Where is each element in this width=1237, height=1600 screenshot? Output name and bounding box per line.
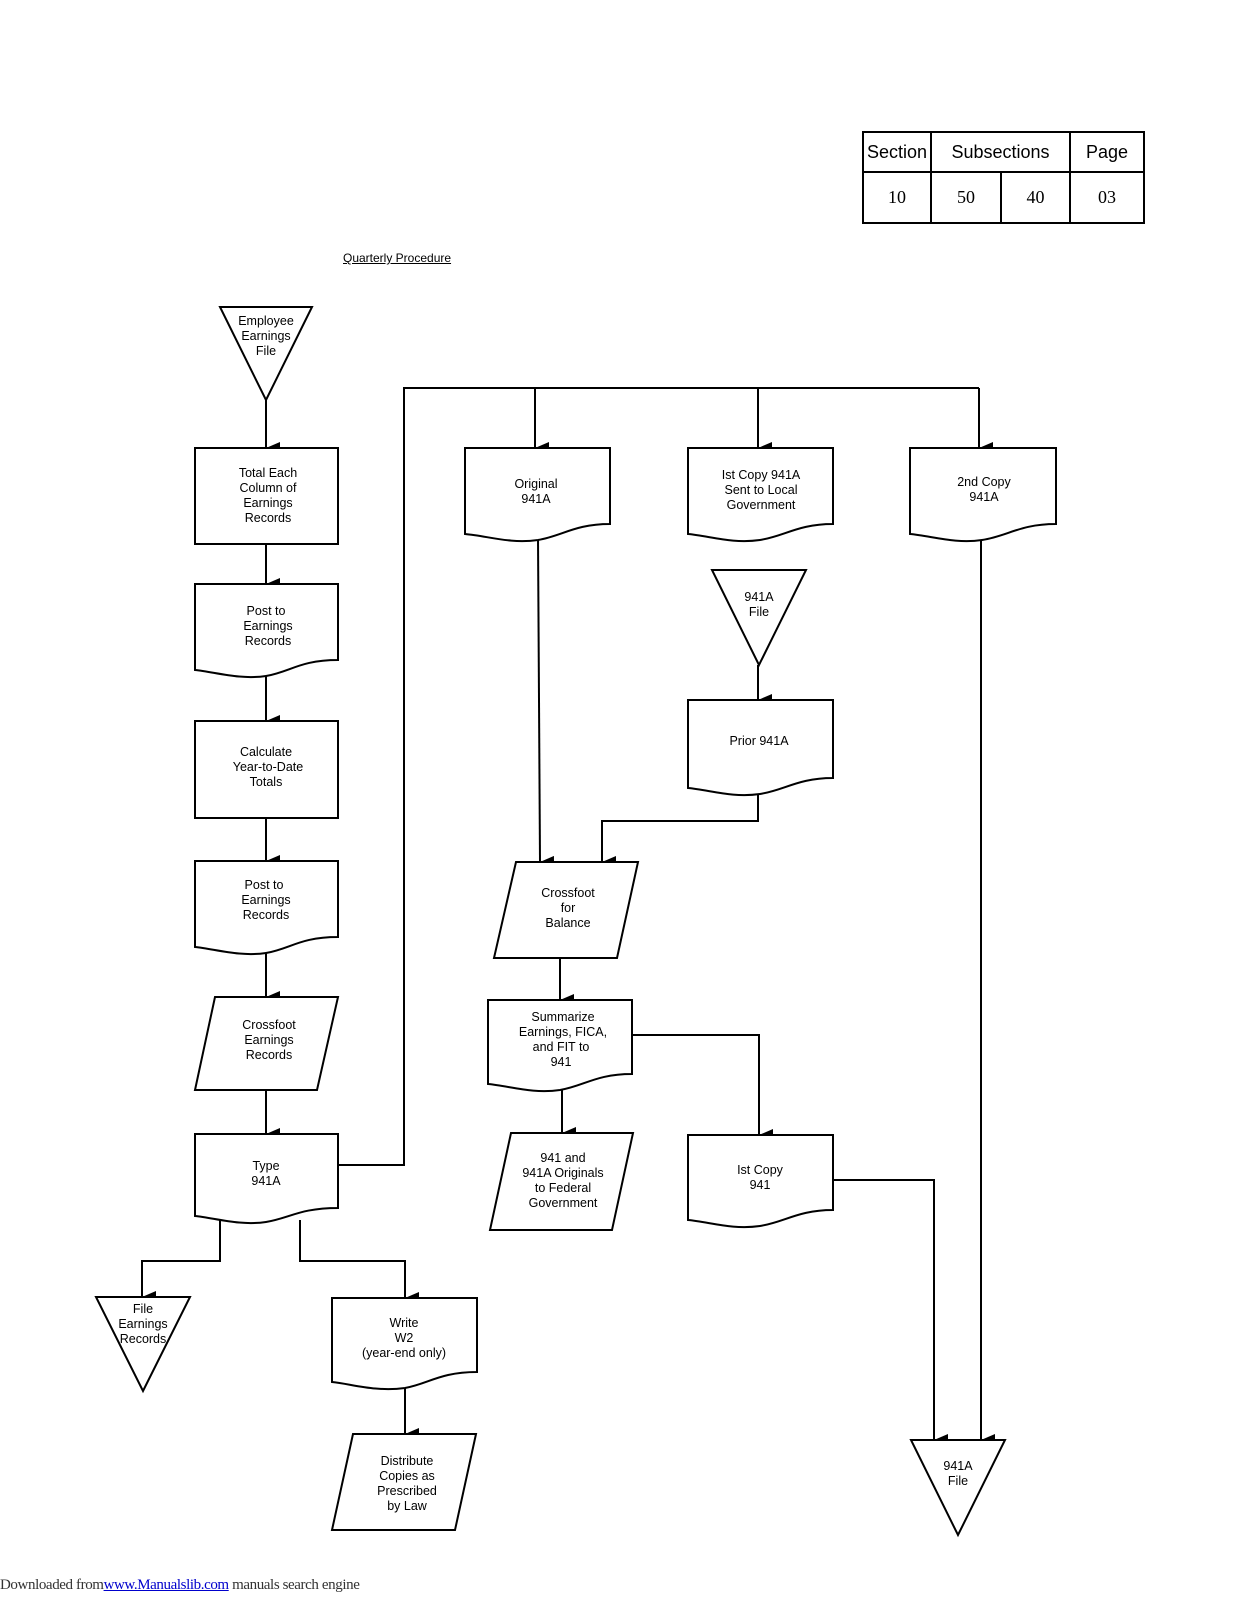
node-file-earnings-records: File Earnings Records	[94, 1296, 192, 1394]
node-text-line: Records	[245, 511, 292, 525]
node-text-line: (year-end only)	[362, 1346, 446, 1360]
download-footer: Downloaded fromwww.Manualslib.com manual…	[0, 1577, 360, 1594]
node-employee-earnings-file: Employee Earnings File	[218, 306, 314, 403]
node-text-line: Government	[529, 1196, 598, 1210]
section-header-table: Section Subsections Page 10 50 40 03	[862, 131, 1145, 224]
node-text-line: Calculate	[240, 745, 292, 759]
node-text-line: 941A Originals	[522, 1166, 603, 1180]
node-text-line: File	[749, 605, 769, 619]
page-label: Page	[1069, 131, 1145, 173]
connector-type-to-write-w2	[299, 1220, 419, 1304]
node-first-copy-941: Ist Copy 941	[687, 1134, 834, 1229]
node-text-line: 941A	[251, 1174, 281, 1188]
node-text-line: Earnings, FICA,	[519, 1025, 607, 1039]
node-write-w2: Write W2 (year-end only)	[331, 1297, 478, 1391]
node-text-line: 2nd Copy	[957, 475, 1011, 489]
node-text-line: Write	[390, 1316, 419, 1330]
node-text-line: Earnings	[244, 1033, 293, 1047]
node-text-line: 941	[551, 1055, 572, 1069]
connector-summarize-to-first-copy-941	[632, 1034, 773, 1141]
node-text-line: Earnings	[243, 619, 292, 633]
node-941-originals-federal: 941 and 941A Originals to Federal Govern…	[488, 1132, 635, 1231]
node-text-line: 941A	[943, 1459, 973, 1473]
page-number: 03	[1069, 171, 1145, 224]
node-text-line: and FIT to	[533, 1040, 590, 1054]
footer-prefix: Downloaded from	[0, 1577, 104, 1593]
diagram-title: Quarterly Procedure	[343, 251, 452, 265]
node-text-line: Records	[120, 1332, 167, 1346]
node-text-line: Summarize	[531, 1010, 594, 1024]
connector-prior-to-crossfoot	[601, 795, 759, 868]
node-text-line: W2	[395, 1331, 414, 1345]
node-text-line: Prior 941A	[729, 734, 789, 748]
node-text-line: Records	[246, 1048, 293, 1062]
connector-first-copy-941-to-file	[833, 1179, 948, 1446]
node-text-line: Total Each	[239, 466, 297, 480]
connector-type-to-file-records	[141, 1220, 221, 1303]
node-text-line: to Federal	[535, 1181, 591, 1195]
node-941a-file-bottom: 941A File	[909, 1439, 1007, 1538]
node-type-941a: Type 941A	[194, 1133, 339, 1225]
section-label: Section	[862, 131, 932, 173]
subsections-label: Subsections	[930, 131, 1071, 173]
node-941a-file-top: 941A File	[710, 569, 808, 668]
node-text-line: Prescribed	[377, 1484, 437, 1498]
node-post-to-earnings-records-1: Post to Earnings Records	[194, 583, 339, 679]
node-first-copy-941a: Ist Copy 941A Sent to Local Government	[687, 447, 834, 543]
node-text-line: Earnings	[243, 496, 292, 510]
node-text-line: Copies as	[379, 1469, 435, 1483]
node-text-line: 941A	[521, 492, 551, 506]
node-text-line: Earnings	[241, 329, 290, 343]
node-text-line: Records	[245, 634, 292, 648]
node-text-line: 941	[750, 1178, 771, 1192]
node-text-line: File	[133, 1302, 153, 1316]
subsection-number-2: 40	[1000, 171, 1071, 224]
node-text-line: Crossfoot	[541, 886, 595, 900]
node-calculate-ytd-totals: Calculate Year-to-Date Totals	[194, 720, 339, 819]
connectors	[141, 387, 995, 1446]
node-text-line: Records	[243, 908, 290, 922]
node-text-line: Original	[514, 477, 557, 491]
node-text-line: File	[256, 344, 276, 358]
connector-type-to-copies-bus	[337, 387, 979, 1166]
node-text-line: File	[948, 1474, 968, 1488]
node-text-line: Earnings	[118, 1317, 167, 1331]
node-original-941a: Original 941A	[464, 447, 611, 543]
node-post-to-earnings-records-2: Post to Earnings Records	[194, 860, 339, 956]
node-text-line: Type	[252, 1159, 279, 1173]
node-crossfoot-for-balance: Crossfoot for Balance	[492, 861, 640, 959]
subsection-number-1: 50	[930, 171, 1002, 224]
node-text-line: Employee	[238, 314, 294, 328]
node-text-line: for	[561, 901, 576, 915]
node-text-line: Balance	[545, 916, 590, 930]
node-text-line: 941A	[969, 490, 999, 504]
node-text-line: Crossfoot	[242, 1018, 296, 1032]
node-text-line: Government	[727, 498, 796, 512]
node-text-line: Ist Copy 941A	[722, 468, 801, 482]
node-text-line: Ist Copy	[737, 1163, 784, 1177]
footer-suffix: manuals search engine	[228, 1577, 360, 1593]
node-prior-941a: Prior 941A	[687, 699, 834, 797]
node-crossfoot-earnings-records: Crossfoot Earnings Records	[193, 996, 340, 1091]
node-summarize-earnings: Summarize Earnings, FICA, and FIT to 941	[487, 999, 633, 1093]
node-text-line: Totals	[250, 775, 283, 789]
node-text-line: Column of	[240, 481, 297, 495]
node-text-line: 941A	[744, 590, 774, 604]
node-total-each-column: Total Each Column of Earnings Records	[194, 447, 339, 545]
connector-original-to-crossfoot	[537, 537, 555, 868]
node-distribute-copies: Distribute Copies as Prescribed by Law	[330, 1433, 478, 1531]
node-text-line: Sent to Local	[725, 483, 798, 497]
node-text-line: Post to	[247, 604, 286, 618]
node-second-copy-941a: 2nd Copy 941A	[909, 447, 1057, 543]
section-number: 10	[862, 171, 932, 224]
node-text-line: Year-to-Date	[233, 760, 303, 774]
node-text-line: Earnings	[241, 893, 290, 907]
manualslib-link[interactable]: www.Manualslib.com	[103, 1577, 230, 1593]
node-text-line: Post to	[245, 878, 284, 892]
node-text-line: 941 and	[540, 1151, 585, 1165]
node-text-line: Distribute	[381, 1454, 434, 1468]
node-text-line: by Law	[387, 1499, 428, 1513]
